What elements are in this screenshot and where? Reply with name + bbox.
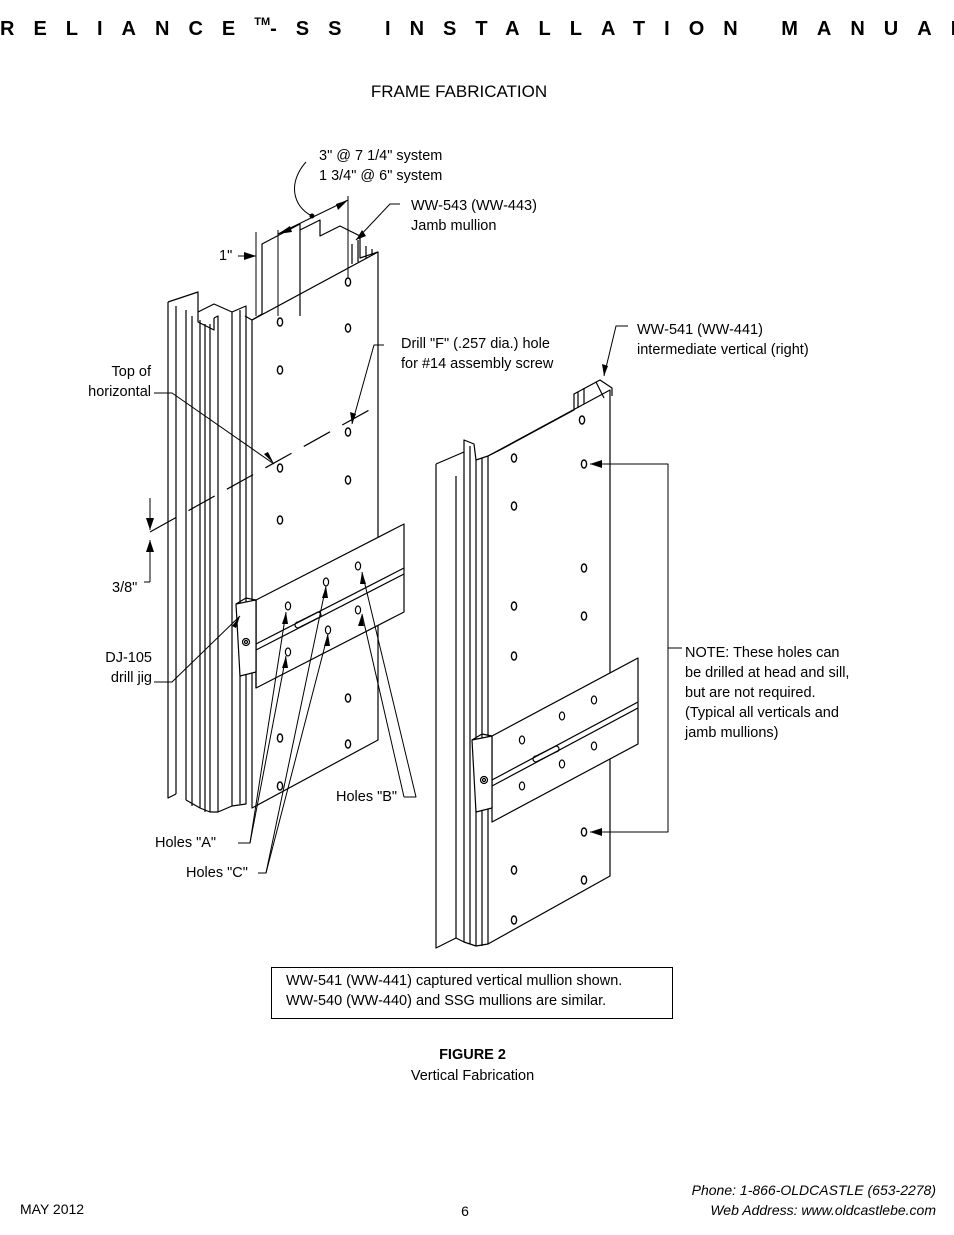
spacing-line1: 3" @ 7 1/4" system <box>319 148 443 164</box>
left-drill-jig <box>235 523 405 689</box>
jamb-side-profile <box>167 291 247 813</box>
caption-line1: WW-541 (WW-441) captured vertical mullio… <box>286 973 623 989</box>
jamb-mullion-label: WW-543 (WW-443) Jamb mullion <box>411 196 537 236</box>
page-number: 6 <box>461 1203 469 1219</box>
note-line4: (Typical all verticals and <box>685 705 839 721</box>
intermediate-vertical-label: WW-541 (WW-441) intermediate vertical (r… <box>637 320 809 360</box>
jamb-line1: WW-543 (WW-443) <box>411 198 537 214</box>
holes-b-label: Holes "B" <box>336 789 398 805</box>
note-line3: but are not required. <box>685 685 816 701</box>
mullion-note-box: WW-541 (WW-441) captured vertical mullio… <box>271 967 673 1019</box>
top-line2: horizontal <box>88 384 151 400</box>
three-eighths-label: 3/8" <box>112 580 138 596</box>
top-line1: Top of <box>111 364 152 380</box>
intermediate-line2: intermediate vertical (right) <box>637 342 809 358</box>
drill-line2: for #14 assembly screw <box>401 356 554 372</box>
jig-line2: drill jig <box>110 670 152 686</box>
figure-number: FIGURE 2 <box>439 1047 506 1063</box>
caption-line2: WW-540 (WW-440) and SSG mullions are sim… <box>286 993 607 1009</box>
spacing-line2: 1 3/4" @ 6" system <box>319 168 443 184</box>
intermediate-vertical <box>435 379 613 949</box>
holes-a-label: Holes "A" <box>155 835 217 851</box>
intermediate-line1: WW-541 (WW-441) <box>637 322 763 338</box>
arrowheads <box>146 200 608 836</box>
drill-line1: Drill "F" (.257 dia.) hole <box>401 336 550 352</box>
footer-web: Web Address: www.oldcastlebe.com <box>710 1202 936 1218</box>
header-title-part2: -SS INSTALLATION MANUAL <box>270 18 954 40</box>
drill-hole-label: Drill "F" (.257 dia.) hole for #14 assem… <box>401 334 553 374</box>
manual-header: RELIANCETM-SS INSTALLATION MANUAL <box>0 16 954 41</box>
top-of-horizontal-label: Top of horizontal <box>60 362 151 402</box>
trademark-mark: TM <box>254 16 271 28</box>
footer-contact: Phone: 1-866-OLDCASTLE (653-2278) Web Ad… <box>692 1180 936 1220</box>
drill-jig-label: DJ-105 drill jig <box>60 648 152 688</box>
jamb-line2: Jamb mullion <box>411 218 497 234</box>
figure-title: Vertical Fabrication <box>410 1068 535 1084</box>
header-title-part1: RELIANCE <box>0 18 255 40</box>
jig-line1: DJ-105 <box>105 650 152 666</box>
note-line5: jamb mullions) <box>685 725 779 741</box>
spacing-label: 3" @ 7 1/4" system 1 3/4" @ 6" system <box>319 146 442 186</box>
note-line1: NOTE: These holes can <box>685 645 840 661</box>
intermediate-holes <box>510 415 588 925</box>
right-drill-jig <box>471 657 639 823</box>
footer-date: MAY 2012 <box>20 1201 85 1217</box>
one-inch-label: 1" <box>219 248 233 264</box>
jamb-mullion <box>244 219 379 809</box>
footer-phone: Phone: 1-866-OLDCASTLE (653-2278) <box>691 1182 936 1198</box>
jamb-holes <box>276 277 352 791</box>
section-title: FRAME FABRICATION <box>370 82 548 101</box>
holes-c-label: Holes "C" <box>186 865 248 881</box>
note-line2: be drilled at head and sill, <box>685 665 850 681</box>
note-label: NOTE: These holes can be drilled at head… <box>685 643 849 743</box>
